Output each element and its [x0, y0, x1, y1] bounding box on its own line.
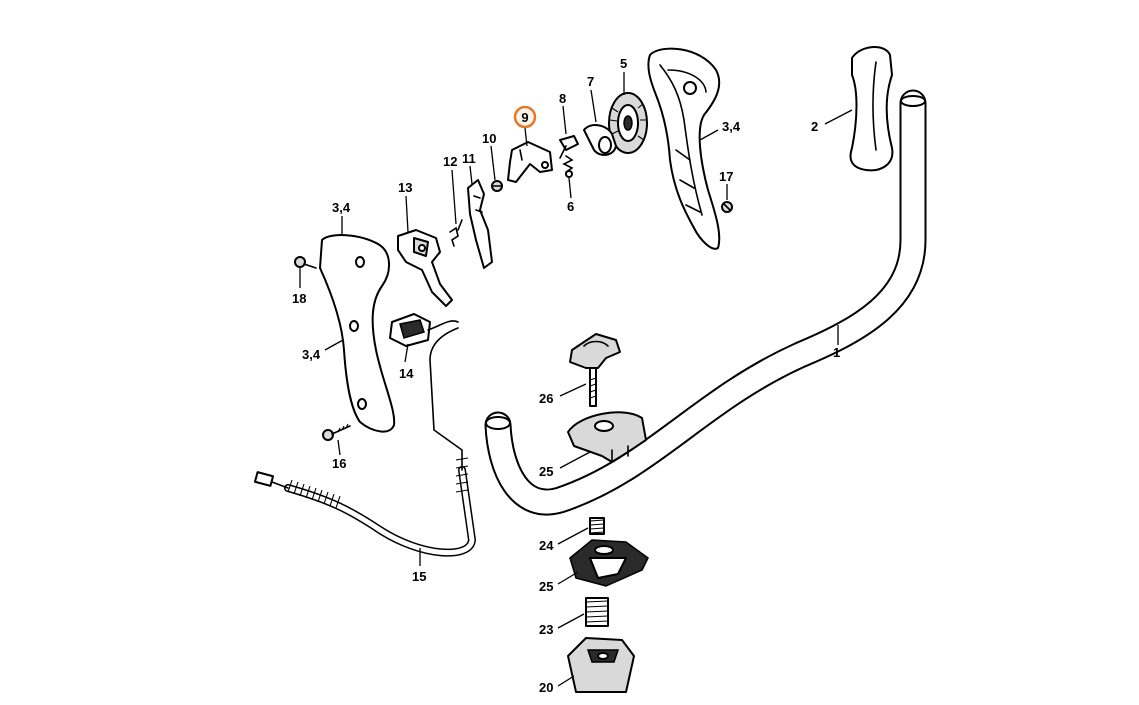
locking-clip [559, 135, 579, 159]
callout-3-4-left: 3,4 [302, 347, 321, 362]
clamp-upper [567, 411, 647, 463]
clamp-lower [569, 539, 649, 587]
highlight-ring [513, 105, 537, 129]
callout-17: 17 [719, 169, 733, 184]
screw-16 [322, 423, 351, 441]
handlebar-tube [484, 89, 927, 516]
screw-17 [721, 201, 733, 213]
rubber-grip [849, 46, 894, 172]
callout-7: 7 [587, 74, 594, 89]
callout-3-4-top-right: 3,4 [722, 119, 741, 134]
callout-13: 13 [398, 180, 412, 195]
callout-10: 10 [482, 131, 496, 146]
callout-16: 16 [332, 456, 346, 471]
callout-25-upper: 25 [539, 464, 553, 479]
callout-5: 5 [620, 56, 627, 71]
callout-labels: 1 2 3,4 5 6 7 8 10 11 12 13 3,4 18 3,4 1… [292, 56, 840, 695]
callout-20: 20 [539, 680, 553, 695]
screw-10 [491, 180, 503, 192]
right-handle-housing [647, 47, 721, 250]
callout-6: 6 [567, 199, 574, 214]
clamp-bottom [567, 637, 635, 693]
callout-3-4-top-left: 3,4 [332, 200, 351, 215]
callout-18: 18 [292, 291, 306, 306]
throttle-cable [253, 327, 476, 557]
ratchet-bracket [583, 124, 617, 156]
callout-26: 26 [539, 391, 553, 406]
thumb-wheel [608, 92, 648, 154]
small-spring [562, 155, 574, 178]
left-handle-housing [319, 234, 396, 433]
callout-15: 15 [412, 569, 426, 584]
callout-14: 14 [399, 366, 414, 381]
callout-1: 1 [833, 345, 840, 360]
switch-lever [397, 229, 453, 307]
callout-9: 9 [521, 110, 528, 125]
clamp-spring-large [585, 597, 609, 627]
callout-23: 23 [539, 622, 553, 637]
highlighted-callout-9[interactable]: 9 [513, 105, 537, 129]
clamp-spring-small [589, 517, 605, 535]
callout-8: 8 [559, 91, 566, 106]
callout-12: 12 [443, 154, 457, 169]
stop-switch [389, 313, 459, 347]
throttle-lock-lever [507, 141, 553, 183]
wing-screw [569, 333, 621, 407]
callout-25-lower: 25 [539, 579, 553, 594]
callout-11: 11 [462, 151, 476, 166]
screw-18 [294, 256, 317, 269]
throttle-trigger [467, 179, 493, 269]
callout-2: 2 [811, 119, 818, 134]
callout-24: 24 [539, 538, 554, 553]
torsion-spring [449, 219, 463, 247]
leader-lines [299, 72, 853, 687]
